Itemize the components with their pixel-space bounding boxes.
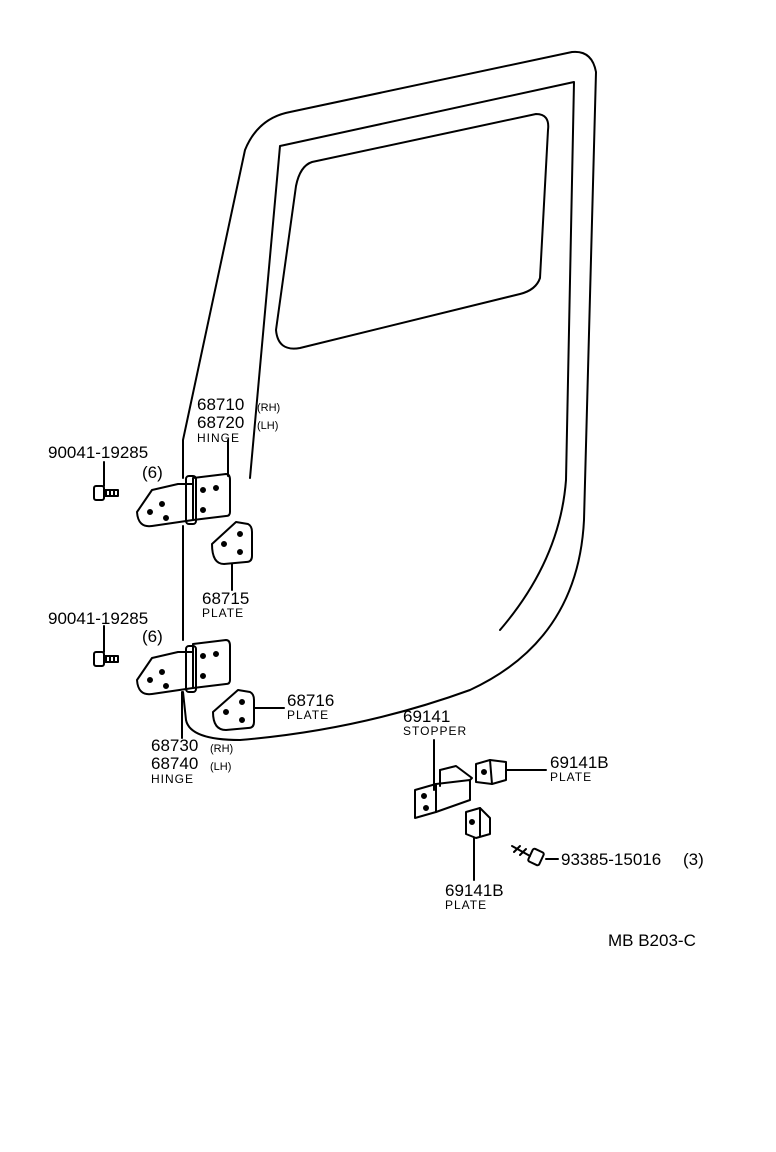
plate-69141b-lower-name: PLATE — [445, 898, 487, 912]
door-window — [275, 113, 550, 350]
door-outline — [182, 50, 597, 741]
plate-68715-name: PLATE — [202, 606, 244, 620]
hinge-upper-lh-part: 68720 — [197, 413, 244, 432]
bolt-upper-part: 90041-19285 — [48, 443, 148, 462]
label-screw: 93385-15016 (3) — [561, 850, 704, 869]
label-plate-69141b-lower: 69141B PLATE — [445, 881, 504, 912]
hinge-lower-lh-part: 68740 — [151, 754, 198, 773]
hinge-upper-lh-tag: (LH) — [257, 420, 278, 432]
plate-68715-shape — [211, 521, 253, 565]
hinge-lower-rh-part: 68730 — [151, 736, 198, 755]
screw-icon — [511, 845, 545, 867]
lower-bolt-icon — [93, 651, 119, 667]
plate-69141b-right-shape — [475, 759, 507, 785]
plate-68715-part: 68715 — [202, 589, 249, 608]
plate-69141b-right-part: 69141B — [550, 753, 609, 772]
label-bolt-lower: 90041-19285 (6) — [48, 609, 163, 646]
label-stopper: 69141 STOPPER — [403, 707, 467, 738]
bolt-upper-qty: (6) — [142, 463, 163, 482]
plate-69141b-right-name: PLATE — [550, 770, 592, 784]
hinge-upper-rh-tag: (RH) — [257, 402, 280, 414]
hinge-lower-rh-tag: (RH) — [210, 743, 233, 755]
screw-part: 93385-15016 — [561, 850, 661, 869]
bolt-lower-qty: (6) — [142, 627, 163, 646]
door-left-edge-lower — [182, 691, 241, 741]
label-hinge-upper: 68710 (RH) 68720 (LH) HINGE — [197, 395, 280, 445]
plate-69141b-lower-part: 69141B — [445, 881, 504, 900]
label-bolt-upper: 90041-19285 (6) — [48, 443, 163, 482]
upper-bolt-icon — [93, 485, 119, 501]
bolt-lower-part: 90041-19285 — [48, 609, 148, 628]
stopper-name: STOPPER — [403, 724, 467, 738]
lower-hinge — [136, 639, 231, 696]
plate-68716-part: 68716 — [287, 691, 334, 710]
hinge-lower-lh-tag: (LH) — [210, 761, 231, 773]
plate-68716-shape — [212, 689, 255, 731]
hinge-upper-name: HINGE — [197, 431, 240, 445]
stopper-part: 69141 — [403, 707, 450, 726]
plate-69141b-lower-shape — [465, 807, 491, 839]
label-hinge-lower: 68730 (RH) 68740 (LH) HINGE — [151, 736, 233, 786]
hinge-upper-rh-part: 68710 — [197, 395, 244, 414]
label-plate-69141b-right: 69141B PLATE — [550, 753, 609, 784]
stopper-shape — [414, 765, 473, 819]
door-inner-line — [249, 81, 575, 631]
plate-68716-name: PLATE — [287, 708, 329, 722]
label-plate-68715: 68715 PLATE — [202, 589, 249, 620]
label-plate-68716: 68716 PLATE — [287, 691, 334, 722]
diagram-code: MB B203-C — [608, 931, 696, 950]
screw-qty: (3) — [683, 850, 704, 869]
hinge-lower-name: HINGE — [151, 772, 194, 786]
